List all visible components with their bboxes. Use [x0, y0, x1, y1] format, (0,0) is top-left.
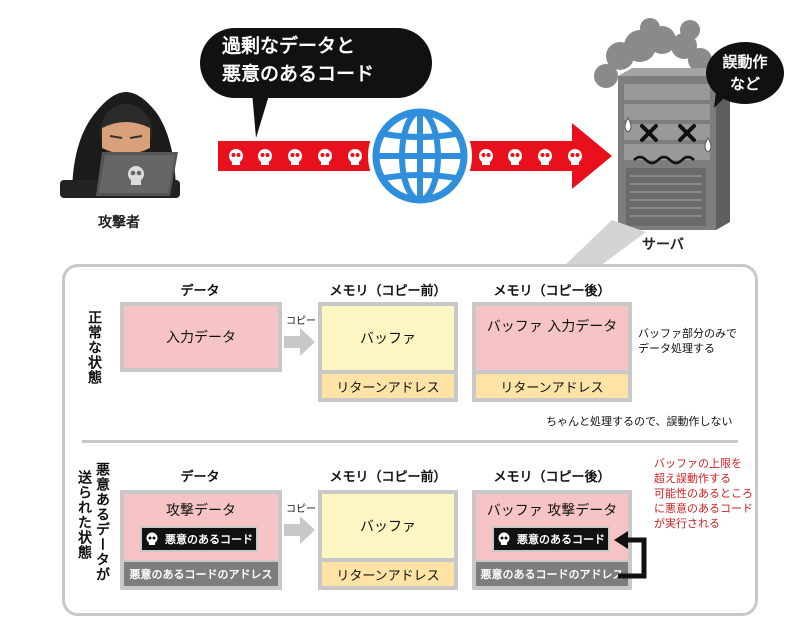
normal-data-frame: 入力データ — [120, 302, 282, 372]
attack-return-overwritten: 悪意のあるコードのアドレス — [476, 562, 628, 586]
smoke-cloud — [594, 18, 712, 88]
server-bubble-line-1: 誤動作 — [722, 53, 768, 71]
bubble-line-2: 悪意のあるコード — [222, 63, 375, 85]
skull-icon — [508, 149, 522, 165]
server-bubble-line-2: など — [729, 75, 760, 93]
callout-wedge — [564, 220, 646, 266]
attack-copy-arrow-icon — [284, 516, 315, 544]
skull-icon — [229, 149, 243, 165]
malicious-code-label: 悪意のあるコード — [165, 533, 253, 546]
normal-side-note: バッファ部分のみで データ処理する — [638, 326, 737, 356]
column-header-mem-before: メモリ（コピー前） — [329, 284, 447, 299]
normal-copy-label: コピー — [286, 316, 316, 327]
skull-icon — [568, 149, 582, 165]
attack-malicious-address: 悪意のあるコードのアドレス — [124, 562, 278, 586]
attack-copy-label: コピー — [286, 504, 316, 515]
speech-bubble: 過剰なデータと 悪意のあるコード — [200, 28, 432, 98]
attack-side-note-line-4: に悪意のあるコード — [654, 502, 753, 515]
skull-icon — [348, 149, 362, 165]
column-header-mem-after-2: メモリ（コピー後） — [493, 470, 611, 485]
skull-icon — [146, 532, 158, 545]
attack-return-address-before: リターンアドレス — [322, 562, 454, 586]
attack-side-note-line-2: 超え誤動作する — [654, 472, 731, 485]
skull-icon — [258, 149, 272, 165]
skull-icon — [538, 149, 552, 165]
normal-side-note-line-1: バッファ部分のみで — [638, 327, 737, 340]
column-header-mem-after: メモリ（コピー後） — [493, 284, 611, 299]
bubble-line-1: 過剰なデータと — [222, 35, 356, 57]
column-header-mem-before-2: メモリ（コピー前） — [329, 470, 447, 485]
normal-buffer-before: バッファ — [322, 306, 454, 370]
attack-side-note-line-1: バッファの上限を — [654, 457, 742, 470]
attack-malicious-code-box: 悪意のあるコード — [140, 526, 258, 552]
normal-buffer-after: バッファ 入力データ — [476, 306, 628, 370]
normal-mem-before: バッファ リターンアドレス — [318, 302, 458, 402]
laptop-icon — [96, 152, 178, 196]
server-speech-bubble: 誤動作 など — [706, 42, 784, 104]
attack-buffer-before: バッファ — [322, 494, 454, 558]
normal-copy-arrow-icon — [284, 328, 315, 356]
skull-icon — [288, 149, 302, 165]
normal-return-address-before: リターンアドレス — [322, 374, 454, 398]
column-header-data: データ — [180, 284, 220, 299]
server-label: サーバ — [642, 237, 684, 253]
globe-icon — [368, 104, 472, 208]
server-icon — [618, 68, 730, 230]
skull-icon — [498, 532, 510, 545]
column-header-data-2: データ — [180, 470, 220, 485]
skull-icon-row-left — [229, 149, 362, 165]
normal-state-label: 正常な状態 — [86, 310, 102, 385]
speech-bubble-tail — [252, 92, 270, 138]
attack-side-note: バッファの上限を 超え誤動作する 可能性のあるところ に悪意のあるコード が実行… — [654, 456, 753, 531]
attack-mem-before: バッファ リターンアドレス — [318, 490, 458, 590]
attack-after-malicious-code-box: 悪意のあるコード — [492, 526, 610, 552]
normal-return-address-after: リターンアドレス — [476, 374, 628, 398]
normal-mem-after: バッファ 入力データ リターンアドレス — [472, 302, 632, 402]
section-divider — [82, 440, 738, 443]
skull-icon — [479, 149, 493, 165]
attack-state-label-col1: 悪意あるデータが — [94, 462, 110, 582]
attack-state-label-col2: 送られた状態 — [76, 470, 92, 560]
normal-side-note-line-2: データ処理する — [638, 342, 715, 355]
skull-icon — [318, 149, 332, 165]
attack-side-note-line-5: が実行される — [654, 517, 720, 530]
normal-bottom-note: ちゃんと処理するので、誤動作しない — [546, 415, 733, 428]
attacker-label: 攻撃者 — [98, 215, 140, 231]
skull-icon — [128, 166, 144, 185]
skull-icon-row-right — [479, 149, 582, 165]
jump-arrow-icon — [614, 531, 647, 579]
normal-input-data: 入力データ — [124, 306, 278, 368]
attack-side-note-line-3: 可能性のあるところ — [654, 487, 753, 500]
malicious-code-label-after: 悪意のあるコード — [517, 533, 605, 546]
